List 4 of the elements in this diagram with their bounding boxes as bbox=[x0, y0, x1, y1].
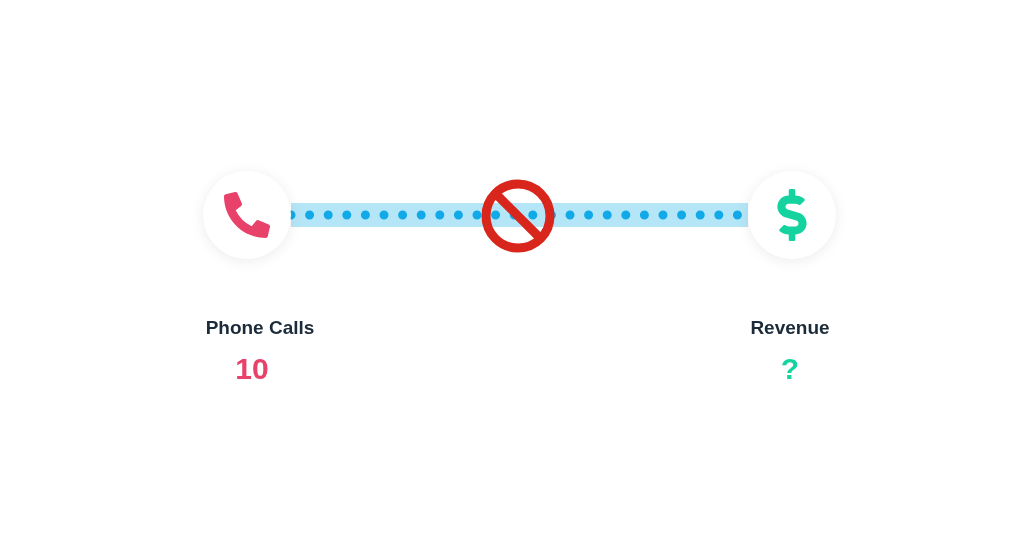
metric-label: Revenue bbox=[750, 316, 830, 340]
metric-value: ? bbox=[780, 351, 800, 387]
metric-value: 10 bbox=[235, 351, 269, 387]
metric-label: Phone Calls bbox=[205, 316, 315, 340]
